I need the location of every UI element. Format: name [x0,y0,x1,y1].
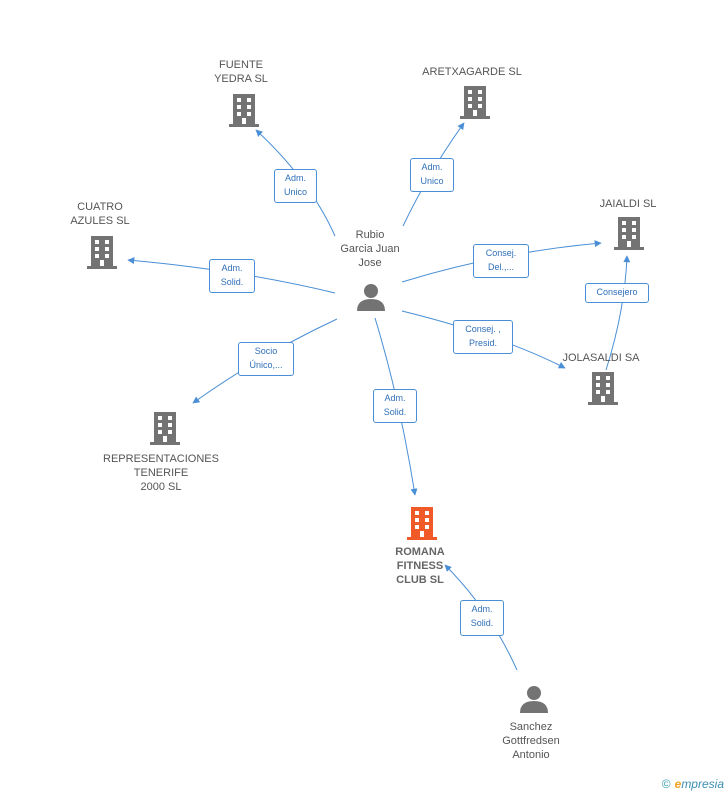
edge-label-rubio-jaialdi: Consej. Del.,... [473,244,529,278]
building-icon-cuatro[interactable] [86,234,118,275]
edge-label-rubio-cuatro: Adm. Solid. [209,259,255,293]
building-icon-jolasaldi[interactable] [587,370,619,411]
edge-label-rubio-jolasaldi: Consej. , Presid. [453,320,513,354]
building-icon-representaciones[interactable] [149,410,181,451]
building-icon-aretxagarde[interactable] [459,84,491,125]
node-label-sanchez[interactable]: Sanchez Gottfredsen Antonio [502,721,560,761]
building-icon-fuente[interactable] [228,92,260,133]
person-icon-sanchez[interactable] [519,684,549,719]
node-label-aretxagarde[interactable]: ARETXAGARDE SL [422,66,522,78]
edge-label-jolasaldi-jaialdi: Consejero [585,283,649,303]
edge-label-sanchez-romana: Adm. Solid. [460,600,504,636]
node-label-representaciones[interactable]: REPRESENTACIONES TENERIFE 2000 SL [103,453,219,493]
node-label-rubio[interactable]: Rubio Garcia Juan Jose [340,229,400,269]
node-label-jaialdi[interactable]: JAIALDI SL [599,198,657,210]
edge-label-rubio-fuente: Adm. Unico [274,169,317,203]
brand-logo-text: mpresia [681,777,724,791]
edge-label-rubio-romana: Adm. Solid. [373,389,417,423]
building-icon-romana[interactable] [406,505,438,546]
node-label-fuente[interactable]: FUENTE YEDRA SL [214,59,268,85]
node-label-cuatro[interactable]: CUATRO AZULES SL [70,201,130,227]
node-label-romana[interactable]: ROMANA FITNESS CLUB SL [395,546,445,586]
copyright-symbol: © [661,777,671,791]
brand-logo-initial: e [674,777,682,791]
edge-label-rubio-representaciones: Socio Único,... [238,342,294,376]
edge-label-rubio-aretxagarde: Adm. Unico [410,158,454,192]
edge-jolasaldi-jaialdi [605,255,631,371]
node-label-jolasaldi[interactable]: JOLASALDI SA [562,352,640,364]
brand-footer[interactable]: ©empresia [662,777,724,791]
person-icon-rubio[interactable] [356,282,386,317]
building-icon-jaialdi[interactable] [613,215,645,256]
